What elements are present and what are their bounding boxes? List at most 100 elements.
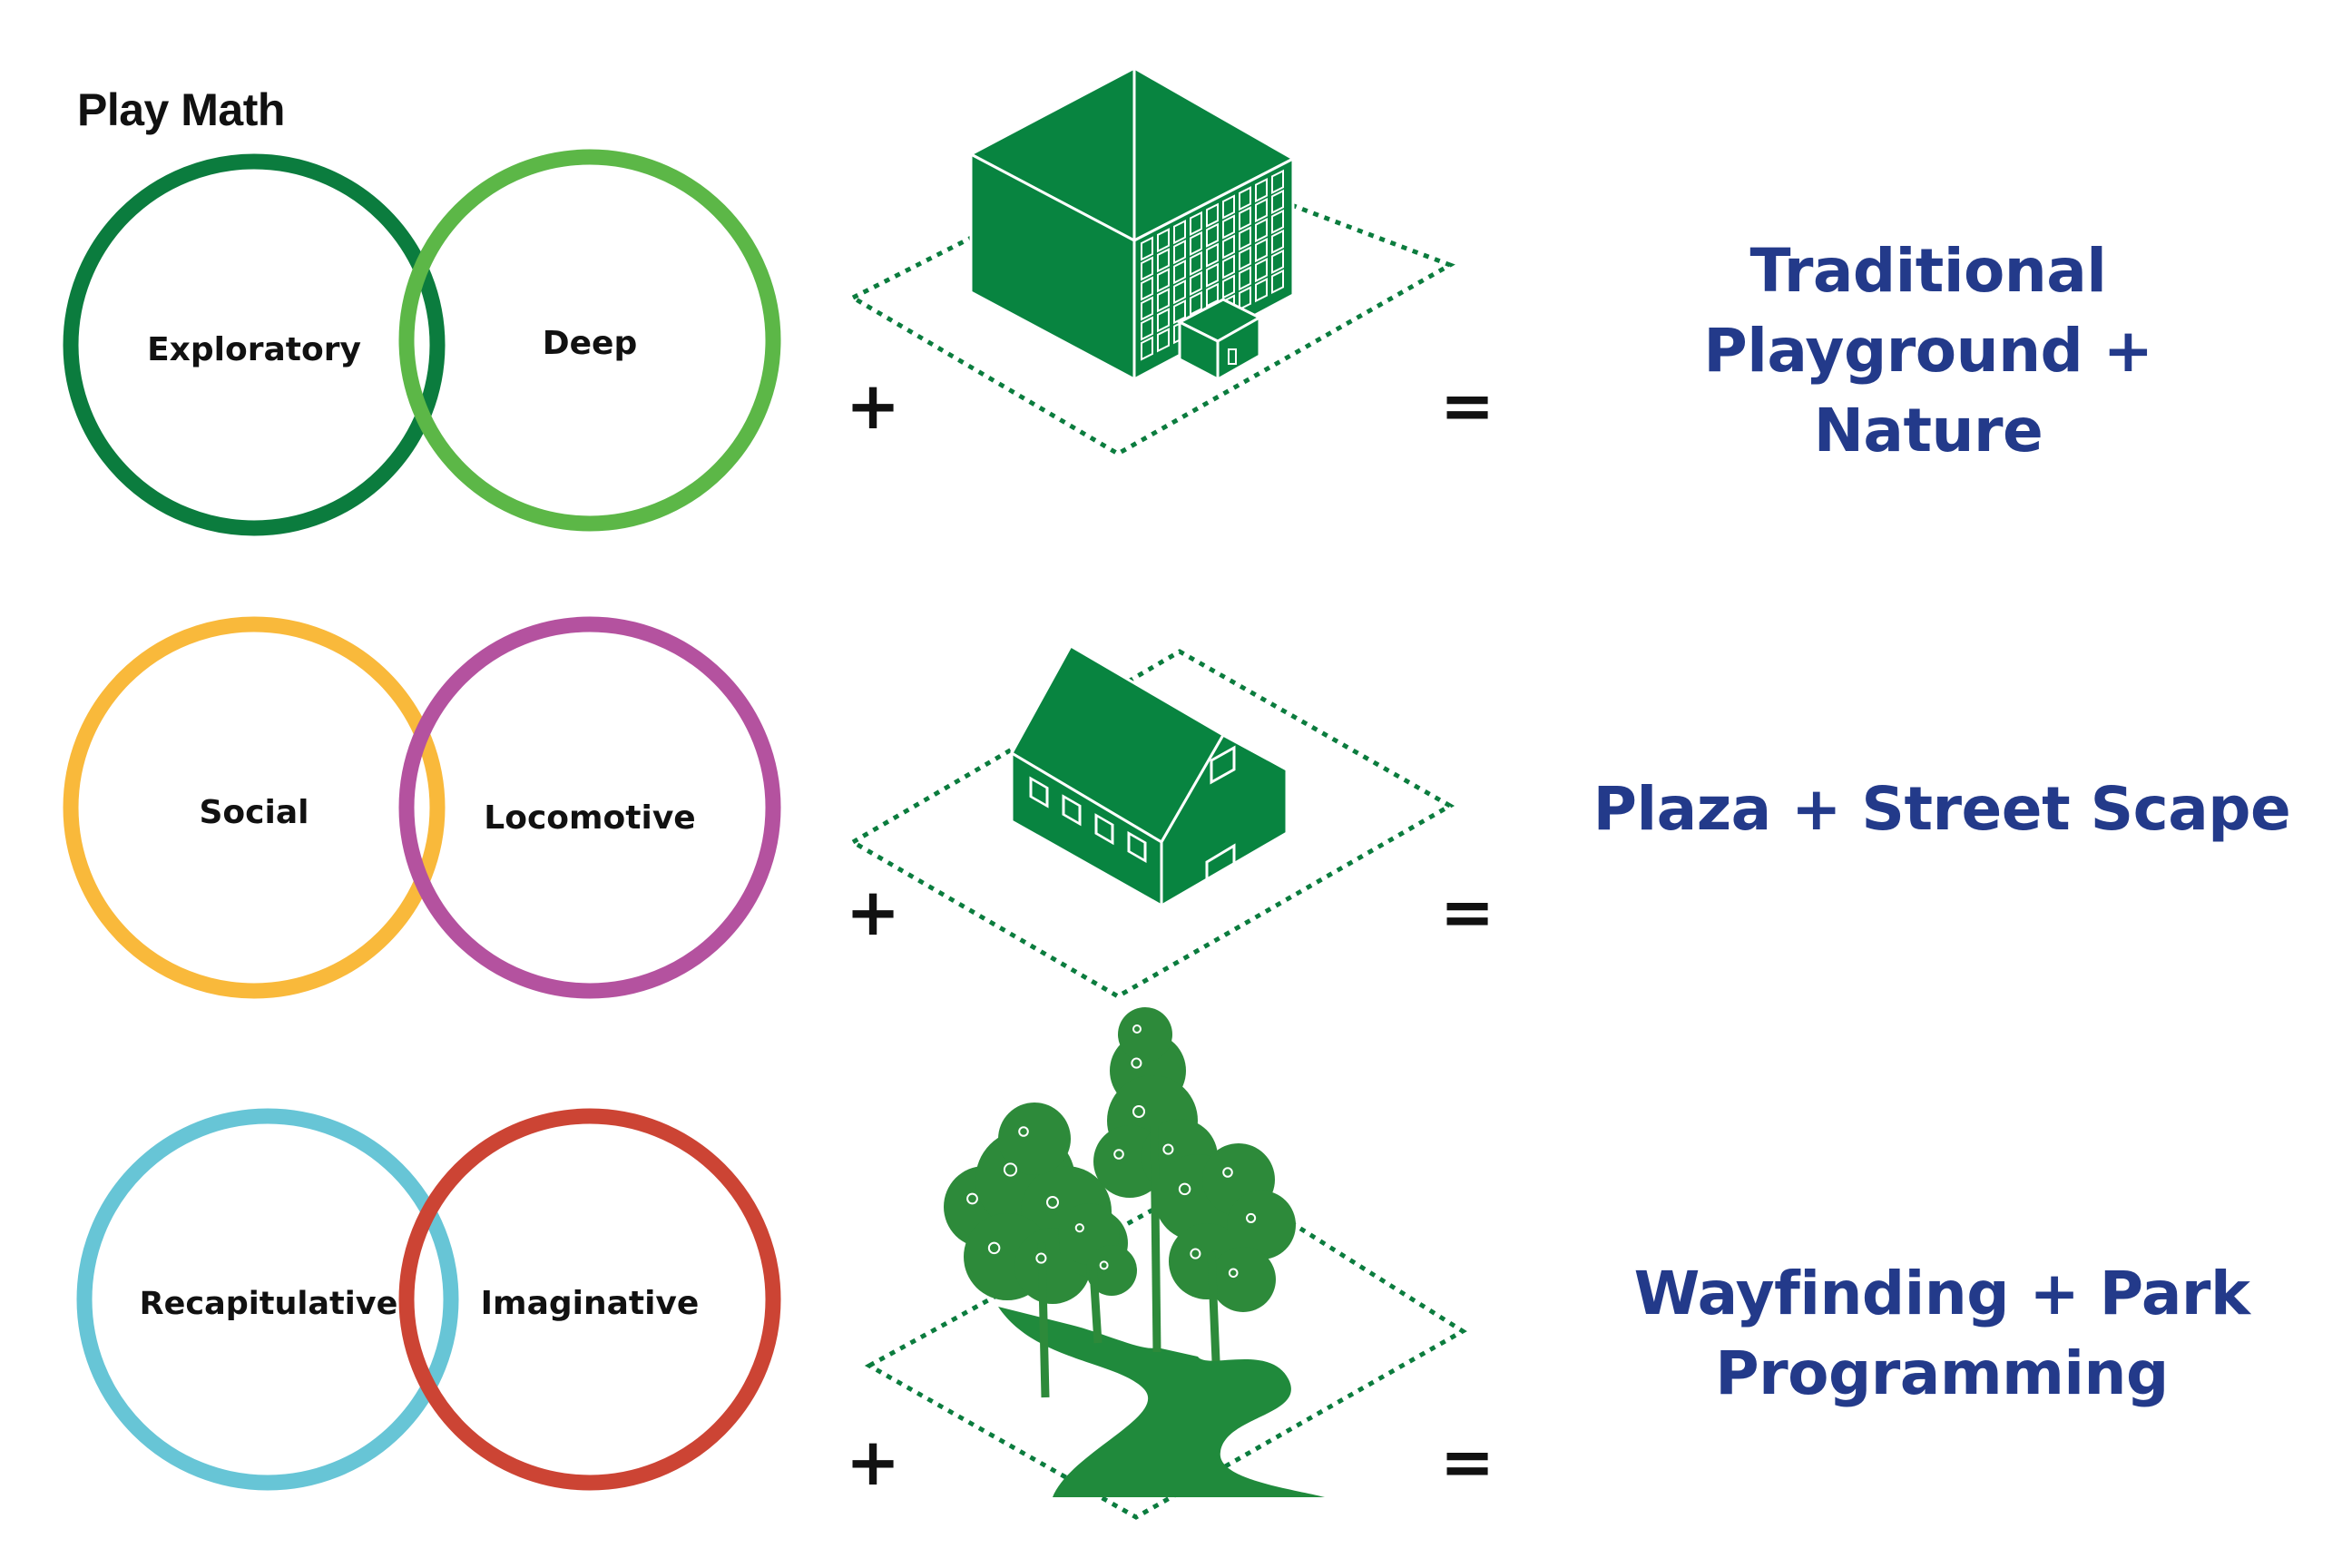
venn-circle-imaginative	[398, 1108, 781, 1491]
tree-canopy	[1227, 1191, 1296, 1259]
building-window	[1157, 228, 1170, 253]
building-window	[1173, 239, 1186, 265]
tree-leaf-texture	[1113, 1149, 1124, 1160]
tree-trunk	[1089, 1269, 1102, 1344]
circle-label-exploratory: Exploratory	[147, 331, 361, 368]
building-window	[1173, 279, 1186, 305]
venn-circle-locomotive	[398, 616, 781, 999]
building-window	[1206, 282, 1219, 308]
result-text-row-2: Plaza + Street Scape	[1534, 769, 2350, 849]
circle-label-locomotive: Locomotive	[484, 799, 695, 837]
tree-leaf-texture	[1131, 1057, 1142, 1069]
building-window	[1190, 270, 1202, 297]
venn-row-3: Recapitulative Imaginative	[76, 1108, 781, 1491]
tree	[1058, 1203, 1137, 1344]
building-window	[1157, 308, 1170, 333]
tree-trunk	[1150, 1124, 1161, 1353]
tree-leaf-texture	[966, 1192, 978, 1205]
result-text-row-3: Wayfinding + Park Programming	[1534, 1254, 2350, 1414]
tree-leaf-texture	[1222, 1167, 1233, 1178]
building-window	[1206, 242, 1219, 268]
building-window	[1255, 177, 1268, 203]
building-window	[1271, 169, 1284, 195]
result-text-row-1: Traditional Playground + Nature	[1520, 231, 2337, 471]
office-building-icon	[848, 66, 1455, 456]
tree-canopy	[1118, 1007, 1172, 1062]
building-window	[1190, 250, 1202, 277]
building-window	[1255, 257, 1268, 283]
tree	[1093, 1007, 1218, 1353]
building-window	[1173, 299, 1186, 325]
tree-leaf-texture	[1003, 1162, 1018, 1177]
equals-sign-row-3: =	[1440, 1424, 1494, 1500]
tree-canopy	[1086, 1245, 1137, 1296]
result-line: Wayfinding + Park	[1633, 1259, 2250, 1328]
venn-circle-deep	[398, 149, 781, 532]
building-window	[1206, 222, 1219, 248]
tree-leaf-texture	[1190, 1248, 1201, 1259]
building-window	[1271, 229, 1284, 255]
building-window	[1222, 214, 1235, 240]
equals-sign-row-2: =	[1440, 874, 1494, 950]
page-title: Play Math	[77, 84, 285, 135]
venn-circle-social	[63, 616, 446, 999]
building-window	[1206, 202, 1219, 228]
building-window	[1255, 277, 1268, 303]
building-window	[1157, 288, 1170, 313]
building-window	[1271, 269, 1284, 295]
building-window	[1239, 186, 1251, 211]
building-window	[1141, 236, 1153, 261]
building-window	[1157, 328, 1170, 353]
building-window	[1141, 336, 1153, 361]
building-window	[1190, 230, 1202, 257]
tree-leaf-texture	[1132, 1105, 1145, 1118]
building-window	[1239, 266, 1251, 291]
building-window	[1271, 249, 1284, 275]
building-window	[1141, 316, 1153, 341]
tree-leaf-texture	[1074, 1223, 1084, 1233]
tree-leaf-texture	[1018, 1126, 1029, 1137]
building-window	[1222, 274, 1235, 299]
venn-row-1: Exploratory Deep	[63, 149, 781, 536]
tree-canopy	[1210, 1247, 1276, 1312]
building-window	[1255, 197, 1268, 223]
result-line: Programming	[1715, 1338, 2169, 1408]
circle-label-social: Social	[200, 794, 309, 831]
building-window	[1157, 268, 1170, 293]
plus-sign-row-3: +	[846, 1424, 900, 1500]
result-line: Playground +	[1703, 316, 2153, 386]
building-window	[1255, 217, 1268, 243]
circle-label-recapitulative: Recapitulative	[140, 1286, 398, 1322]
house-icon	[848, 643, 1455, 999]
tree-leaf-texture	[1162, 1143, 1174, 1155]
tree-trunk	[1207, 1251, 1220, 1362]
venn-circle-recapitulative	[76, 1108, 459, 1491]
tree-leaf-texture	[1228, 1268, 1239, 1279]
building-window	[1173, 219, 1186, 245]
tree	[1154, 1143, 1296, 1362]
building-window	[1271, 209, 1284, 235]
tree-leaf-texture	[1035, 1252, 1047, 1264]
plus-sign-row-2: +	[846, 874, 900, 950]
building-window	[1141, 296, 1153, 321]
tree-canopy	[998, 1102, 1071, 1175]
building-window	[1141, 276, 1153, 301]
tree-leaf-texture	[987, 1241, 1001, 1255]
circle-label-imaginative: Imaginative	[481, 1285, 700, 1322]
building-window	[1206, 262, 1219, 288]
venn-row-2: Social Locomotive	[63, 616, 781, 999]
plus-sign-row-1: +	[846, 368, 900, 444]
building-window	[1271, 189, 1284, 215]
building-window	[1157, 248, 1170, 273]
tree-leaf-texture	[1046, 1196, 1059, 1209]
result-line: Nature	[1813, 396, 2043, 466]
trees-and-path-icon	[864, 1007, 1467, 1520]
building-window	[1255, 237, 1268, 263]
building-window	[1141, 256, 1153, 281]
tree-leaf-texture	[1178, 1182, 1191, 1196]
building-window	[1222, 234, 1235, 260]
tree-leaf-texture	[1246, 1212, 1257, 1223]
building-window	[1222, 194, 1235, 220]
